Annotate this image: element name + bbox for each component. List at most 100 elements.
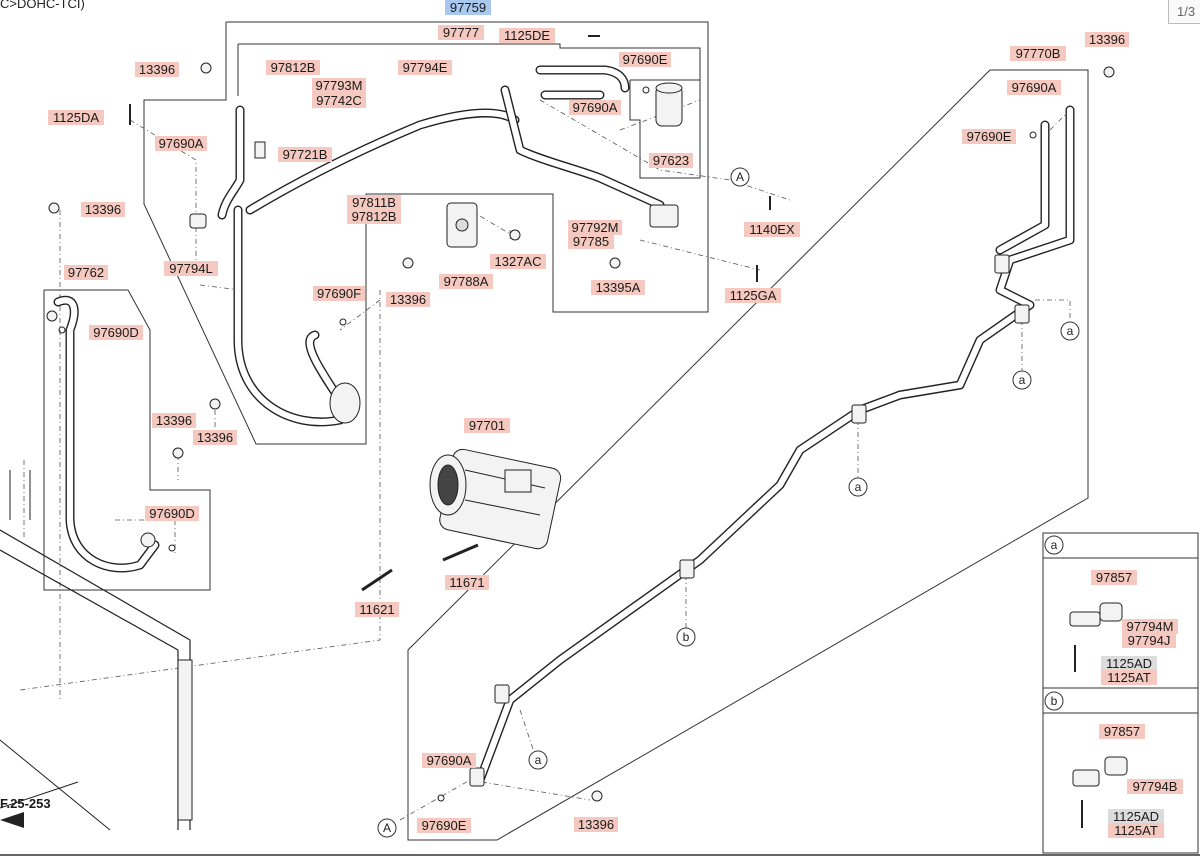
detail-a-header: a <box>1044 535 1064 555</box>
svg-text:1125AD: 1125AD <box>1113 809 1159 824</box>
part-label-97812B-a[interactable]: 97812B <box>266 60 320 75</box>
part-label-97690E-top[interactable]: 97690E <box>619 52 671 67</box>
detail-b-header: b <box>1044 691 1064 711</box>
ref-A-bottom[interactable]: A <box>377 818 397 838</box>
svg-text:11621: 11621 <box>359 602 394 617</box>
detail-a-97857[interactable]: 97857 <box>1091 570 1137 585</box>
part-label-97759[interactable]: 97759 <box>445 0 491 15</box>
part-label-97690E-right[interactable]: 97690E <box>962 129 1016 144</box>
part-label-11671[interactable]: 11671 <box>445 575 489 590</box>
part-label-97721B[interactable]: 97721B <box>278 147 332 162</box>
detail-a-97794M[interactable]: 97794M <box>1122 619 1178 634</box>
part-label-97777[interactable]: 97777 <box>438 25 484 40</box>
part-label-13396-a[interactable]: 13396 <box>135 62 179 77</box>
part-label-97690D-a[interactable]: 97690D <box>89 325 143 340</box>
detail-b-97794B[interactable]: 97794B <box>1127 779 1183 794</box>
part-label-13396-g[interactable]: 13396 <box>1085 32 1129 47</box>
part-label-97690D-b[interactable]: 97690D <box>145 506 199 521</box>
svg-text:1125AT: 1125AT <box>1114 823 1158 838</box>
svg-text:97690F: 97690F <box>317 286 361 301</box>
svg-text:a: a <box>1067 324 1074 338</box>
svg-text:97690A: 97690A <box>1012 80 1057 95</box>
part-label-1125DE[interactable]: 1125DE <box>499 28 555 43</box>
part-label-97701[interactable]: 97701 <box>464 418 510 433</box>
svg-text:1125AT: 1125AT <box>1107 670 1151 685</box>
part-label-97623[interactable]: 97623 <box>649 153 693 168</box>
compressor-97701 <box>429 448 562 550</box>
part-label-13395A[interactable]: 13395A <box>591 280 645 295</box>
part-label-13396-d[interactable]: 13396 <box>152 413 196 428</box>
svg-text:97857: 97857 <box>1104 724 1140 739</box>
part-label-97770B[interactable]: 97770B <box>1010 46 1066 61</box>
part-label-97690E-bottom[interactable]: 97690E <box>417 818 471 833</box>
frame-lines <box>43 21 1199 854</box>
svg-text:a: a <box>1019 373 1026 387</box>
ref-a-4[interactable]: a <box>528 750 548 770</box>
detail-b-97857[interactable]: 97857 <box>1099 724 1145 739</box>
svg-text:1327AC: 1327AC <box>495 254 542 269</box>
part-label-97690A-right[interactable]: 97690A <box>1007 80 1061 95</box>
bottom-divider <box>0 854 1200 856</box>
part-label-97792M[interactable]: 97792M <box>568 220 622 235</box>
detail-b-1125AT[interactable]: 1125AT <box>1108 823 1164 838</box>
svg-text:97794E: 97794E <box>403 60 448 75</box>
part-label-97742C[interactable]: 97742C <box>312 93 366 108</box>
part-label-97788A[interactable]: 97788A <box>439 274 493 289</box>
part-label-1125GA[interactable]: 1125GA <box>725 288 781 303</box>
part-label-97690A-left[interactable]: 97690A <box>155 136 207 151</box>
ref-A-top[interactable]: A <box>730 167 750 187</box>
ref-a-3[interactable]: a <box>848 477 868 497</box>
part-label-1125DA[interactable]: 1125DA <box>48 110 104 125</box>
part-label-1140EX[interactable]: 1140EX <box>744 222 800 237</box>
svg-text:97690D: 97690D <box>149 506 195 521</box>
svg-text:1125DA: 1125DA <box>53 110 99 125</box>
svg-text:97812B: 97812B <box>352 209 397 224</box>
part-label-97794L[interactable]: 97794L <box>164 261 218 276</box>
detail-a-1125AD[interactable]: 1125AD <box>1101 656 1157 671</box>
part-label-97811B[interactable]: 97811B <box>347 195 401 210</box>
part-label-97812B-b[interactable]: 97812B <box>347 209 401 224</box>
svg-text:97857: 97857 <box>1096 570 1132 585</box>
svg-text:a: a <box>855 480 862 494</box>
reference-f25-253[interactable]: F.25-253 <box>0 796 51 811</box>
part-labels: 97759 97777 1125DE 97690E 13396 97812B 9… <box>0 0 1183 838</box>
page-indicator[interactable]: 1/3 <box>1168 0 1200 24</box>
svg-text:a: a <box>1051 538 1058 552</box>
part-label-13396-b[interactable]: 13396 <box>81 202 125 217</box>
part-label-97785[interactable]: 97785 <box>568 234 614 249</box>
detail-a-1125AT[interactable]: 1125AT <box>1101 670 1157 685</box>
detail-b-1125AD[interactable]: 1125AD <box>1108 809 1164 824</box>
part-label-97794E[interactable]: 97794E <box>398 60 452 75</box>
detail-a-97794J[interactable]: 97794J <box>1122 633 1176 648</box>
part-label-97690F[interactable]: 97690F <box>313 286 365 301</box>
svg-text:11671: 11671 <box>449 575 484 590</box>
svg-text:13396: 13396 <box>1089 32 1125 47</box>
part-label-13396-c[interactable]: 13396 <box>386 292 430 307</box>
part-label-11621[interactable]: 11621 <box>355 602 399 617</box>
svg-text:13396: 13396 <box>156 413 192 428</box>
part-label-13396-h[interactable]: 13396 <box>574 817 618 832</box>
svg-text:97690D: 97690D <box>93 325 139 340</box>
part-label-97793M[interactable]: 97793M <box>312 78 366 93</box>
ref-a-2[interactable]: a <box>1012 370 1032 390</box>
part-label-97690A-bottom[interactable]: 97690A <box>422 753 476 768</box>
svg-text:97690E: 97690E <box>422 818 467 833</box>
svg-text:1125AD: 1125AD <box>1106 656 1152 671</box>
svg-text:97762: 97762 <box>68 265 104 280</box>
svg-text:1125DE: 1125DE <box>504 28 550 43</box>
svg-text:b: b <box>1051 694 1058 708</box>
ref-b-1[interactable]: b <box>676 627 696 647</box>
svg-text:97788A: 97788A <box>444 274 489 289</box>
ref-a-1[interactable]: a <box>1060 321 1080 341</box>
part-label-1327AC[interactable]: 1327AC <box>490 254 546 269</box>
svg-text:1140EX: 1140EX <box>749 222 795 237</box>
part-label-97690A-top[interactable]: 97690A <box>569 100 621 115</box>
svg-text:97690A: 97690A <box>427 753 472 768</box>
part-label-13396-e[interactable]: 13396 <box>193 430 237 445</box>
svg-text:97794J: 97794J <box>1128 633 1171 648</box>
svg-text:97690E: 97690E <box>623 52 668 67</box>
svg-text:1125GA: 1125GA <box>730 288 777 303</box>
svg-text:13396: 13396 <box>139 62 175 77</box>
part-label-97762[interactable]: 97762 <box>64 265 108 280</box>
